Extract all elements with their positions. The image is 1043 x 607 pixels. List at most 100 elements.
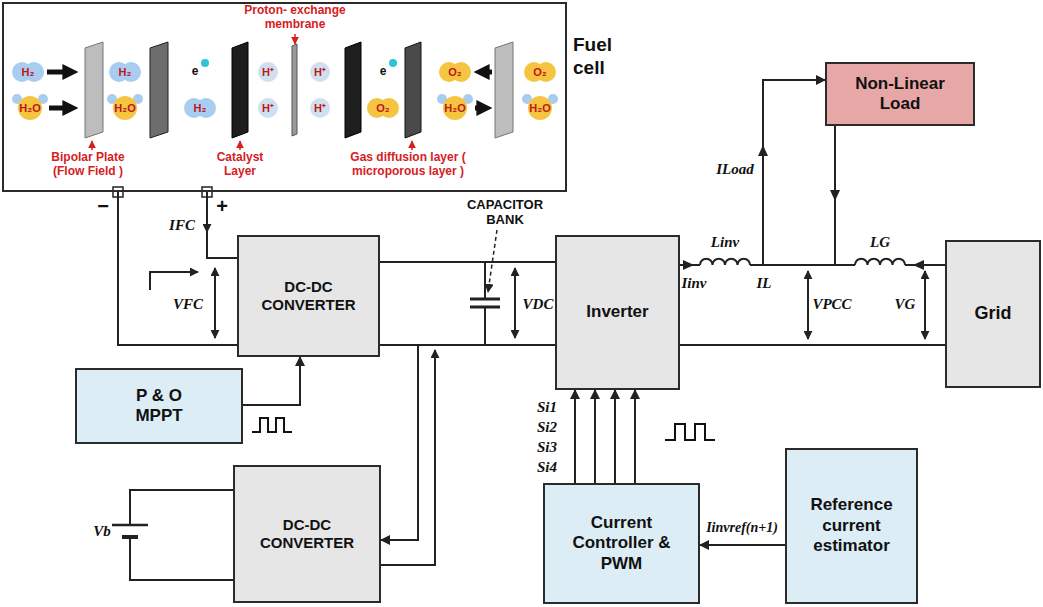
molecule-label: H⁺ — [314, 66, 326, 79]
wire-connector — [614, 390, 616, 483]
terminal-sign: − — [97, 195, 109, 218]
signal-name: LG — [870, 234, 890, 251]
proton — [258, 62, 278, 82]
box-label: Grid — [974, 303, 1011, 325]
inductor-coil — [855, 259, 905, 265]
load-box: Non-Linear Load — [825, 62, 975, 126]
bipolar-plate — [495, 42, 513, 138]
molecule-label: H₂O — [444, 102, 465, 115]
flow-arrow — [49, 106, 72, 111]
box-label: Non-Linear Load — [840, 74, 960, 115]
molecule-label: O₂ — [376, 102, 389, 115]
inductor-symbol — [855, 259, 905, 268]
current-arrowhead — [913, 260, 924, 270]
h2o-molecule — [12, 94, 558, 120]
battery-plate — [122, 535, 138, 539]
mppt-box: P & O MPPT — [75, 368, 243, 444]
wire-connector — [680, 80, 825, 265]
signal-name: VG — [895, 296, 916, 313]
voltage-arrow — [924, 271, 926, 339]
current-arrowhead — [683, 260, 694, 270]
signal-name: Linv — [711, 234, 739, 251]
terminal-sign: + — [216, 195, 228, 218]
signal-name: Si2 — [537, 419, 557, 436]
signal-name: VDC — [523, 296, 554, 313]
signal-name: VFC — [173, 296, 203, 313]
wire-connector — [381, 345, 555, 540]
inverter-box: Inverter — [555, 235, 680, 390]
catalyst-plate — [232, 42, 248, 138]
molecule-label: H₂ — [22, 66, 35, 79]
part-name: Bipolar Plate (Flow Field ) — [41, 151, 136, 179]
wire-connector — [634, 390, 636, 483]
bus-wire — [381, 350, 435, 565]
box-label: DC-DC CONVERTER — [254, 278, 364, 314]
battery-symbol — [112, 490, 233, 580]
molecule-label: O₂ — [448, 66, 461, 79]
capacitor-symbol — [470, 230, 500, 345]
signal-name: IFC — [169, 217, 195, 234]
pulse-waveform — [252, 418, 292, 432]
capacitor-lead — [484, 262, 486, 345]
molecule-label: H₂O — [114, 102, 135, 115]
leader-line — [239, 141, 241, 150]
battery-plate — [112, 524, 148, 527]
bipolar-plate — [85, 42, 103, 138]
battery-wire — [130, 490, 233, 580]
electron-label: e — [380, 65, 387, 79]
current-arrowhead — [758, 145, 768, 156]
converter-box: DC-DC CONVERTER — [233, 465, 381, 603]
wire-connector — [835, 126, 945, 265]
proton — [310, 62, 330, 82]
box-label: DC-DC CONVERTER — [252, 516, 362, 552]
leader-line — [411, 141, 413, 150]
voltage-arrow — [807, 271, 809, 339]
catalyst-plate — [345, 42, 361, 138]
leader-line — [294, 34, 296, 44]
current-arrowhead — [830, 190, 840, 201]
signal-name: Si1 — [537, 399, 557, 416]
signal-name: IL — [757, 275, 772, 292]
signal-name: ILoad — [716, 161, 754, 178]
wire-connector — [574, 390, 576, 483]
electron-dot — [389, 59, 397, 67]
electron-dot — [201, 59, 209, 67]
box-label: Inverter — [586, 302, 648, 322]
fuel-cell-plates — [85, 42, 513, 138]
box-label: P & O MPPT — [119, 386, 199, 427]
molecule-label: O₂ — [533, 66, 546, 79]
box-label: Reference current estimator — [797, 495, 907, 556]
proton — [310, 98, 330, 118]
wire-connector — [700, 544, 785, 546]
gas-diffusion-plate — [150, 42, 168, 138]
molecule-label: H₂O — [529, 102, 550, 115]
wire-connector — [680, 344, 945, 346]
leader-lines — [92, 34, 412, 150]
signal-name: Si4 — [537, 459, 557, 476]
edge-label: Iinvref(n+1) — [704, 520, 780, 536]
gas-diffusion-plate — [405, 42, 421, 138]
flow-arrow — [475, 106, 486, 111]
part-name: CAPACITOR BANK — [461, 198, 549, 228]
current-sense-arrow — [150, 272, 198, 290]
molecule-label: H⁺ — [262, 66, 274, 79]
signal-name: Iinv — [681, 275, 706, 292]
box-label: Current Controller & PWM — [562, 513, 682, 574]
proton — [258, 98, 278, 118]
grid-box: Grid — [945, 240, 1041, 388]
wire-connector — [118, 192, 237, 345]
molecule-label: H₂ — [194, 102, 207, 115]
molecule-label: H⁺ — [314, 102, 326, 115]
voltage-arrow — [214, 268, 216, 338]
membrane — [292, 44, 297, 136]
molecule-label: H₂O — [19, 102, 40, 115]
wire-connector — [207, 192, 237, 258]
signal-name: Si3 — [537, 439, 557, 456]
pulse-waveform — [665, 424, 715, 440]
capacitor-plate — [470, 299, 500, 307]
molecules — [12, 59, 558, 120]
inductor-symbol — [700, 259, 750, 268]
wire-connector — [594, 390, 596, 483]
molecule-label: H⁺ — [262, 102, 274, 115]
flow-arrow — [480, 70, 492, 75]
